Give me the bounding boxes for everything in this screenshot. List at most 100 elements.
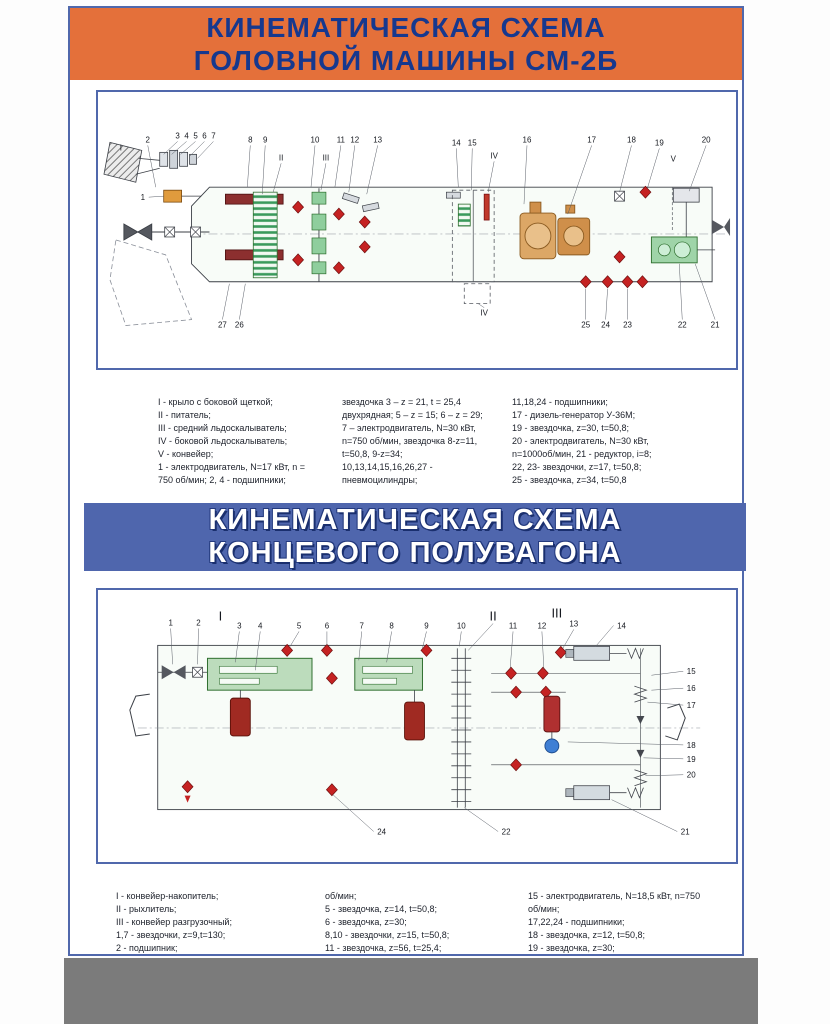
label-leader-line xyxy=(567,145,592,215)
label-leader-line xyxy=(348,145,356,193)
diagram-label: III xyxy=(323,153,330,162)
section1-title-line1: КИНЕМАТИЧЕСКАЯ СХЕМА xyxy=(206,12,606,43)
diagram-label: 5 xyxy=(297,621,302,630)
label-leader-line xyxy=(595,625,614,647)
hydraulic-cylinder-top xyxy=(565,645,644,661)
legend-line: 19 - звездочка, z=30; xyxy=(528,943,615,953)
diagram-label: 10 xyxy=(311,135,320,144)
label-leader-line xyxy=(468,623,494,651)
accumulator-conveyor xyxy=(206,657,313,737)
label-leader-line xyxy=(459,631,462,647)
right-drive-section xyxy=(491,666,641,772)
diagram-label: IV xyxy=(490,151,498,160)
label-leader-line xyxy=(197,141,214,159)
rear-drive-unit xyxy=(613,185,716,289)
diagram-label: I xyxy=(219,608,223,623)
diagram-label: 14 xyxy=(452,138,461,147)
legend-line: n=750 об/мин, звездочка 8-z=11, xyxy=(342,436,478,446)
label-leader-line xyxy=(320,163,327,191)
discharge-conveyor xyxy=(354,657,425,741)
diagram-label: 1 xyxy=(141,193,146,202)
label-leader-line xyxy=(272,163,282,193)
legend-line: 6 - звездочка, z=30; xyxy=(325,917,407,927)
label-leader-line xyxy=(688,145,707,192)
left-coupling xyxy=(157,665,210,803)
legend-line: 10,13,14,15,16,26,27 - xyxy=(342,462,433,472)
electric-motor-1 xyxy=(163,189,183,203)
label-leader-line xyxy=(422,631,427,649)
diagram-label: 2 xyxy=(146,135,151,144)
diagram-label: 25 xyxy=(581,321,590,330)
label-leader-line xyxy=(464,807,499,832)
side-icebreaker-section xyxy=(451,189,495,305)
label-leader-line xyxy=(310,145,316,188)
diagram-label: 21 xyxy=(681,827,690,836)
wing-brush-assembly xyxy=(103,141,202,203)
label-leader-line xyxy=(567,741,684,746)
diagram-label: 27 xyxy=(218,321,227,330)
label-leader-line xyxy=(189,141,205,157)
label-leader-line xyxy=(611,799,678,832)
legend1-column-1: I - крыло с боковой щеткой;II - питатель… xyxy=(158,396,344,487)
legend-line: 11 - звездочка, z=56, t=25,4; xyxy=(325,943,442,953)
legend-line: 11,18,24 - подшипники; xyxy=(512,397,608,407)
label-leader-line xyxy=(148,195,164,198)
ripper-ladder xyxy=(451,648,472,808)
diagram-label: II xyxy=(490,608,497,623)
legend1-column-2: звездочка 3 – z = 21, t = 25,4 двухрядная… xyxy=(342,396,524,487)
legend-line: об/мин; xyxy=(325,891,357,901)
diagram-label: 7 xyxy=(360,621,365,630)
diagram-label: 13 xyxy=(373,135,382,144)
side-brush-icon xyxy=(103,141,143,183)
spring-icon xyxy=(633,769,648,787)
legend-line: 18 - звездочка, z=12, t=50,8; xyxy=(528,930,645,940)
front-axle-assembly xyxy=(123,223,210,241)
legend-line: 750 об/мин; 2, 4 - подшипники; xyxy=(158,475,286,485)
diagram-label: 6 xyxy=(325,621,330,630)
diagram-label: 18 xyxy=(687,741,696,750)
legend-line: 17,22,24 - подшипники; xyxy=(528,917,625,927)
tow-hook-left xyxy=(129,693,150,737)
diagram-label: 17 xyxy=(587,135,596,144)
drum-drive-1 xyxy=(229,697,251,737)
diagram-label: 4 xyxy=(258,621,263,630)
machine-outline xyxy=(191,186,728,283)
legend-line: 25 - звездочка, z=34, t=50,8 xyxy=(512,475,627,485)
diagram-label: I xyxy=(120,143,122,152)
sprocket-18-hub xyxy=(544,738,560,754)
legend-line: 22, 23- звездочки, z=17, t=50,8; xyxy=(512,462,642,472)
label-leader-line xyxy=(470,148,473,191)
diagram-label: 18 xyxy=(627,135,636,144)
label-leader-line xyxy=(163,141,178,155)
label-leader-line xyxy=(366,145,378,195)
label-leader-line xyxy=(261,145,266,195)
diagram-label: 15 xyxy=(687,667,696,676)
legend-line: n=1000об/мин, 21 - редуктор, i=8; xyxy=(512,449,652,459)
folded-wing-outline xyxy=(109,239,193,326)
legend-line: двухрядная; 5 – z = 15; 6 – z = 29; xyxy=(342,410,483,420)
legend2-column-2: об/мин;5 - звездочка, z=14, t=50,8;6 - з… xyxy=(325,890,515,955)
label-leader-line xyxy=(651,671,684,676)
diagram-label: II xyxy=(279,153,283,162)
label-leader-line xyxy=(235,631,240,663)
diesel-generator xyxy=(519,201,591,260)
label-leader-line xyxy=(651,687,684,691)
diagram-label: 11 xyxy=(337,135,346,144)
legend-line: 2 - подшипник; xyxy=(116,943,178,953)
legend2-column-1: I - конвейер-накопитель;II - рыхлитель;I… xyxy=(116,890,316,955)
section1-legend: I - крыло с боковой щеткой;II - питатель… xyxy=(70,386,742,504)
diagram-label: 22 xyxy=(502,827,511,836)
diagram-label: 19 xyxy=(687,755,696,764)
diagram-label: 8 xyxy=(389,621,394,630)
label-leader-line xyxy=(147,145,156,188)
label-leader-line xyxy=(605,288,608,320)
legend-line: 19 - звездочка, z=30, t=50,8; xyxy=(512,423,629,433)
diagram-label: V xyxy=(671,154,677,163)
diagram-label: 8 xyxy=(248,135,253,144)
tow-coupling xyxy=(712,218,731,236)
diagram-label: 1 xyxy=(168,618,173,627)
diagram-label: 23 xyxy=(623,321,632,330)
legend-line: звездочка 3 – z = 21, t = 25,4 xyxy=(342,397,461,407)
